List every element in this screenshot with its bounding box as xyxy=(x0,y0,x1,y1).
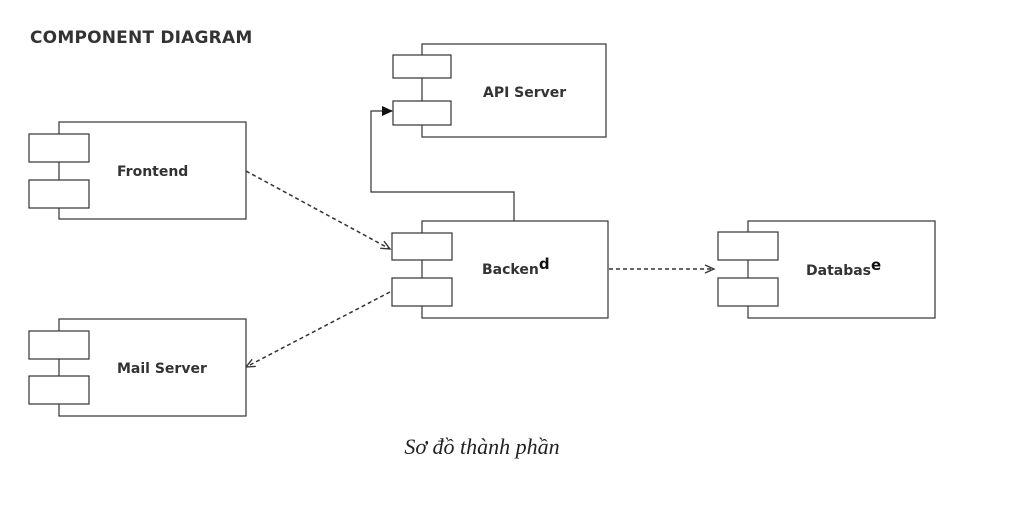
database-label: Database xyxy=(806,256,881,279)
frontend-port-top xyxy=(28,133,90,163)
api-server-label: API Server xyxy=(483,85,566,101)
diagram-caption: Sơ đồ thành phần xyxy=(404,434,560,459)
frontend-component[interactable]: Frontend xyxy=(28,121,247,220)
frontend-label: Frontend xyxy=(117,164,188,180)
mail-server-port-top xyxy=(28,330,90,360)
database-component[interactable]: Database xyxy=(717,220,936,319)
mail-server-component[interactable]: Mail Server xyxy=(28,318,247,417)
api-server-component[interactable]: API Server xyxy=(392,43,607,138)
backend-label: Backend xyxy=(482,255,550,278)
mail-server-port-bottom xyxy=(28,375,90,405)
api-server-port-bottom xyxy=(392,100,452,126)
backend-port-bottom xyxy=(391,277,453,307)
database-port-top xyxy=(717,231,779,261)
frontend-port-bottom xyxy=(28,179,90,209)
frontend-to-backend-dependency xyxy=(245,170,392,250)
database-port-bottom xyxy=(717,277,779,307)
backend-component[interactable]: Backend xyxy=(391,220,609,319)
backend-to-mail-server-dependency xyxy=(244,291,391,368)
diagram-title: COMPONENT DIAGRAM xyxy=(30,28,253,48)
backend-port-top xyxy=(391,232,453,261)
api-server-port-top xyxy=(392,54,452,79)
backend-to-api-server-association xyxy=(370,106,515,221)
mail-server-label: Mail Server xyxy=(117,361,207,377)
